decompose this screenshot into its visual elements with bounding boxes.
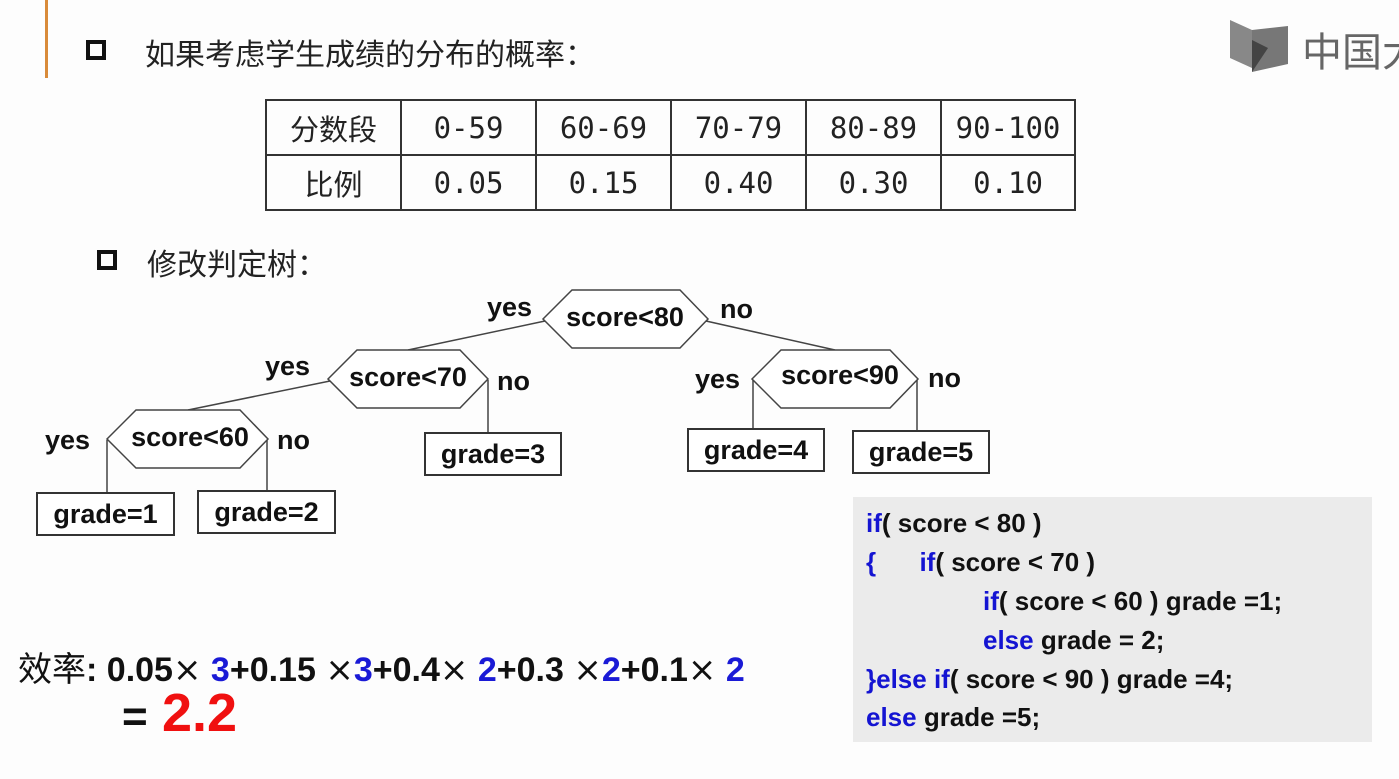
bullet-square-icon	[86, 40, 106, 60]
leaf-grade-1: grade=1	[36, 492, 175, 536]
times-sign: ×	[172, 650, 202, 690]
bullet-square-icon	[97, 250, 117, 270]
colon: :	[86, 651, 98, 689]
code-keyword: else	[866, 702, 917, 732]
code-keyword: }else if	[866, 664, 950, 694]
yes-label: yes	[45, 425, 90, 455]
no-label: no	[497, 366, 530, 396]
times-sign: ×	[573, 650, 602, 690]
times-sign: ×	[325, 650, 354, 690]
table-cell: 0.40	[670, 154, 807, 211]
efficiency-result: 2.2	[162, 683, 238, 743]
code-line: else grade = 2;	[983, 625, 1164, 656]
edge-root-no	[705, 320, 836, 351]
table-cell: 90-100	[940, 99, 1076, 156]
accent-bar	[45, 0, 48, 78]
node-root-hexagon	[541, 289, 710, 349]
table-cell: 0.30	[805, 154, 942, 211]
table-row: 比例 0.05 0.15 0.40 0.30 0.10	[265, 154, 1076, 211]
code-keyword: { if	[866, 547, 936, 577]
leaf-grade-4: grade=4	[687, 428, 825, 472]
edge-root-yes	[407, 320, 546, 351]
code-line: }else if( score < 90 ) grade =4;	[866, 664, 1233, 695]
efficiency-formula: 效率: 0.05× 3+0.15 ×3+0.4× 2+0.3 ×2+0.1× 2	[18, 642, 745, 691]
leaf-grade-2: grade=2	[197, 490, 336, 534]
edge-70-yes	[187, 380, 331, 411]
term-depth: 2	[725, 651, 745, 689]
times-sign: ×	[687, 650, 717, 690]
no-label: no	[277, 425, 310, 455]
plus-sign: +	[229, 651, 250, 689]
term-prob: 0.4	[392, 651, 440, 689]
heading-probability: 如果考虑学生成绩的分布的概率：	[145, 38, 595, 73]
node-root-label: score<80	[566, 302, 684, 332]
table-cell: 比例	[265, 154, 402, 211]
code-keyword: if	[983, 586, 999, 616]
node-60-label: score<60	[131, 422, 249, 452]
leaf-grade-3: grade=3	[424, 432, 562, 476]
code-line: { if( score < 70 )	[866, 547, 1095, 578]
node-70-label: score<70	[349, 362, 467, 392]
term-prob: 0.3	[516, 651, 564, 689]
book-logo-icon	[1230, 20, 1288, 72]
plus-sign: +	[496, 651, 517, 689]
table-cell: 60-69	[535, 99, 672, 156]
efficiency-label: 效率	[18, 650, 86, 690]
yes-label: yes	[487, 292, 532, 322]
table-cell: 0.15	[535, 154, 672, 211]
equals-sign: =	[122, 692, 148, 741]
term-prob: 0.05	[106, 651, 173, 689]
term-depth: 2	[477, 651, 497, 689]
no-label: no	[720, 294, 753, 324]
table-cell: 0.10	[940, 154, 1076, 211]
code-line: if( score < 60 ) grade =1;	[983, 586, 1282, 617]
logo: 中国大	[1228, 18, 1399, 74]
heading-modify-tree: 修改判定树：	[147, 248, 327, 283]
code-text: ( score < 90 ) grade =4;	[949, 664, 1234, 694]
code-line: else grade =5;	[866, 702, 1040, 733]
term-depth: 2	[601, 651, 621, 689]
no-label: no	[928, 363, 961, 393]
node-60-hexagon	[105, 409, 270, 469]
term-depth: 3	[353, 651, 373, 689]
term-depth: 3	[210, 651, 230, 689]
term-prob: 0.15	[249, 651, 316, 689]
node-90-label: score<90	[781, 360, 899, 390]
plus-sign: +	[620, 651, 641, 689]
table-cell: 0-59	[400, 99, 537, 156]
table-cell: 80-89	[805, 99, 942, 156]
table-header-row: 分数段 0-59 60-69 70-79 80-89 90-100	[265, 99, 1076, 156]
table-cell: 分数段	[265, 99, 402, 156]
table-cell: 70-79	[670, 99, 807, 156]
plus-sign: +	[372, 651, 393, 689]
table-cell: 0.05	[400, 154, 537, 211]
code-text: ( score < 60 ) grade =1;	[998, 586, 1283, 616]
score-distribution-table: 分数段 0-59 60-69 70-79 80-89 90-100 比例 0.0…	[265, 99, 1076, 211]
code-block: if( score < 80 ) { if( score < 70 ) if( …	[853, 497, 1372, 742]
leaf-grade-5: grade=5	[852, 430, 990, 474]
code-line: if( score < 80 )	[866, 508, 1042, 539]
times-sign: ×	[439, 650, 469, 690]
yes-label: yes	[265, 351, 310, 381]
code-keyword: if	[866, 508, 882, 538]
code-keyword: else	[983, 625, 1034, 655]
yes-label: yes	[695, 364, 740, 394]
node-90-hexagon	[750, 349, 920, 409]
code-text: ( score < 70 )	[935, 547, 1096, 577]
code-text: ( score < 80 )	[881, 508, 1042, 538]
logo-text: 中国大	[1302, 30, 1399, 74]
node-70-hexagon	[326, 349, 490, 409]
code-text: grade =5;	[916, 702, 1041, 732]
term-prob: 0.1	[640, 651, 688, 689]
code-text: grade = 2;	[1033, 625, 1165, 655]
